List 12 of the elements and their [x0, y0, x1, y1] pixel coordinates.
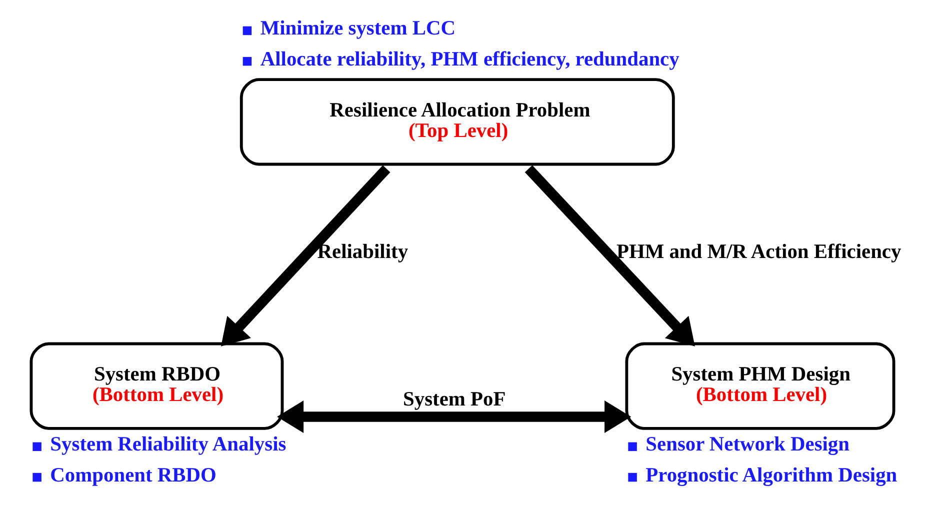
- node-label: System Reliability Analysis: [50, 434, 286, 456]
- arrow: [277, 400, 632, 433]
- node-label: Prognostic Algorithm Design: [646, 464, 898, 486]
- arrow: [524, 165, 695, 346]
- node-label: Sensor Network Design: [646, 434, 850, 456]
- node-label: Minimize system LCC: [260, 18, 456, 40]
- edge-label: PHM and M/R Action Efficiency: [616, 240, 902, 263]
- edge-label: System PoF: [403, 388, 506, 410]
- edge-label: Reliability: [317, 240, 408, 263]
- node-label: Component RBDO: [50, 464, 216, 486]
- arrow: [220, 165, 390, 346]
- node-label: Allocate reliability, PHM efficiency, redundancy: [260, 48, 680, 70]
